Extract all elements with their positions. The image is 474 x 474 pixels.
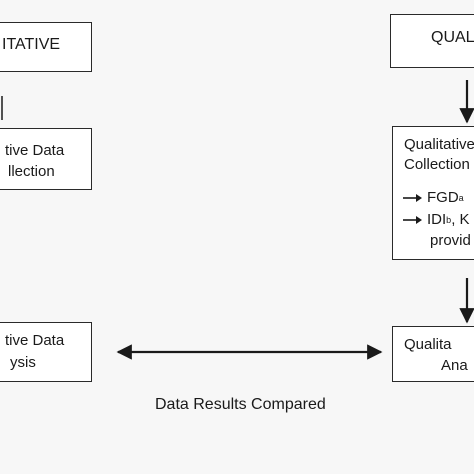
right-header-label: QUAL <box>431 29 474 46</box>
left-collection-line1: tive Data <box>5 142 65 159</box>
right-header-box <box>390 14 474 68</box>
right-arrow-icon <box>403 194 422 202</box>
left-analysis-line2: ysis <box>10 354 36 371</box>
idi-suffix: , K <box>451 211 470 228</box>
left-collection-box <box>0 128 92 190</box>
comparison-label: Data Results Compared <box>155 396 326 413</box>
right-analysis-line2: Ana <box>441 357 468 374</box>
right-collection-box <box>392 126 474 260</box>
right-collection-line2: Collection <box>404 156 470 173</box>
fgd-label: FGD <box>427 189 459 206</box>
left-analysis-line1: tive Data <box>5 332 65 349</box>
idi-label: IDI <box>427 211 447 228</box>
left-collection-line2: llection <box>8 163 55 180</box>
right-analysis-line1: Qualita <box>404 336 452 353</box>
right-analysis-box <box>392 326 474 382</box>
left-header-box <box>0 22 92 72</box>
left-header-label: ITATIVE <box>2 36 61 53</box>
left-analysis-box <box>0 322 92 382</box>
right-collection-bullet-continuation: provid <box>430 232 471 249</box>
right-arrow-icon <box>403 216 422 224</box>
right-collection-line1: Qualitative <box>404 136 474 153</box>
